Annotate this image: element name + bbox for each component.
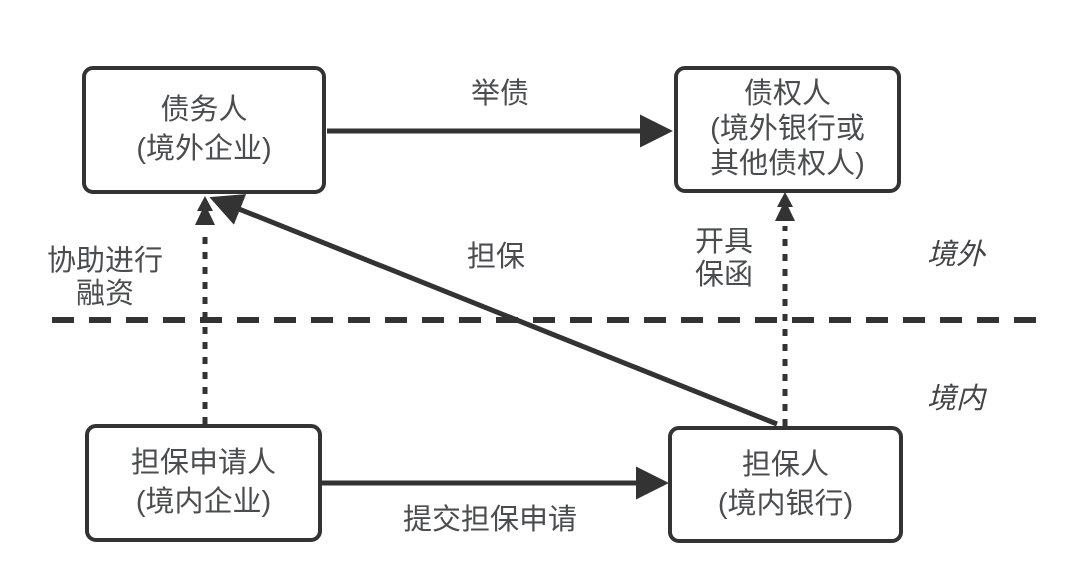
node-creditor-title: 债权人 — [743, 78, 831, 111]
node-guarantor-subtitle: (境内银行) — [717, 487, 854, 520]
edge-label-assist-financing-line1: 协助进行 — [46, 245, 163, 277]
arrow-guarantee — [209, 194, 778, 427]
issue-letter-arrowhead-icon — [775, 192, 795, 221]
edge-label-issue-letter-line2: 保函 — [694, 259, 753, 291]
region-label-overseas: 境外 — [927, 239, 986, 271]
edge-label-issue-letter: 开具 保函 — [688, 226, 760, 292]
assist-financing-arrowhead-icon — [195, 196, 215, 225]
edge-label-borrow: 举债 — [470, 78, 529, 110]
node-debtor-title: 债务人 — [160, 94, 248, 127]
node-creditor: 债权人 (境外银行或 其他债权人) — [674, 66, 901, 193]
edge-label-issue-letter-line1: 开具 — [694, 226, 753, 258]
node-applicant-title: 担保申请人 — [130, 447, 276, 480]
node-applicant-subtitle: (境内企业) — [135, 486, 272, 518]
edge-label-assist-financing-line2: 融资 — [75, 278, 134, 310]
edge-label-submit-application: 提交担保申请 — [402, 504, 577, 536]
node-creditor-subtitle-1: (境外银行或 — [710, 113, 865, 146]
edge-label-guarantee: 担保 — [466, 241, 525, 273]
node-guarantee-applicant: 担保申请人 (境内企业) — [85, 424, 322, 542]
node-guarantor-title: 担保人 — [741, 448, 829, 481]
region-label-domestic: 境内 — [927, 383, 986, 415]
node-debtor-subtitle: (境外企业) — [136, 133, 272, 165]
node-debtor: 债务人 (境外企业) — [82, 66, 326, 194]
edge-label-assist-financing: 协助进行 融资 — [33, 245, 177, 311]
node-creditor-subtitle-2: 其他债权人) — [710, 147, 865, 180]
node-guarantor: 担保人 (境内银行) — [668, 426, 903, 543]
